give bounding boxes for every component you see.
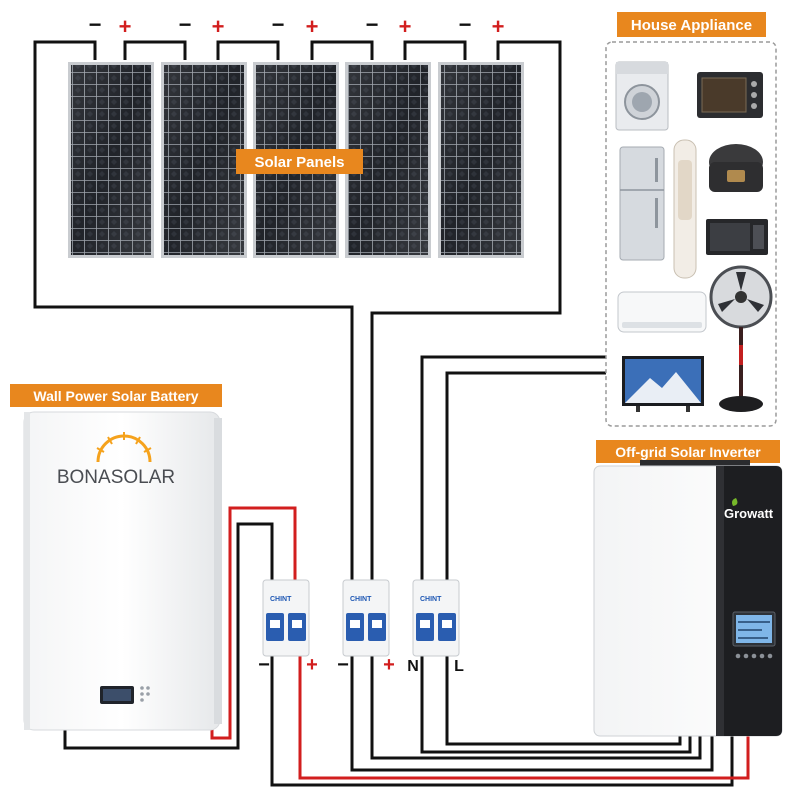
solar-panels-label-text: Solar Panels: [254, 154, 344, 171]
neutral-label: N: [407, 658, 419, 675]
inverter-lcd-display: [732, 611, 776, 647]
house-appliance-group: House Appliance: [605, 12, 777, 427]
panel-5-positive-sign: +: [492, 14, 505, 39]
television-icon: [622, 356, 704, 412]
washing-machine-icon: [615, 61, 669, 131]
wire-battery-neg-to-inverter: [270, 654, 734, 787]
solar-panel-2: [161, 62, 247, 258]
solar-panel-array: [68, 62, 524, 258]
panel-3-positive-sign: +: [306, 14, 319, 39]
battery-body: [23, 411, 221, 731]
breaker-brand-text: CHINT: [270, 596, 292, 603]
inverter-black-panel: [716, 466, 782, 736]
house-appliance-label-bg: [617, 12, 766, 37]
refrigerator-icon: [619, 146, 665, 261]
wire-pv-positive: [370, 300, 562, 585]
battery-label-text: Wall Power Solar Battery: [33, 388, 198, 404]
toaster-oven-icon: [697, 72, 763, 118]
wire-panel-loop-right: [496, 40, 562, 300]
battery-display-panel: [100, 686, 150, 704]
battery-brand-text: BONASOLAR: [57, 467, 175, 488]
solar-panel-5: [438, 62, 524, 258]
wire-panel-link-1: [123, 40, 187, 60]
battery-positive-sign: +: [306, 654, 318, 676]
breaker-ac: CHINT: [412, 579, 460, 657]
off-grid-inverter: Off-grid Solar Inverter Growatt: [593, 440, 783, 737]
wire-pv-pos-to-inverter: [370, 654, 702, 760]
panel-1-positive-sign: +: [119, 14, 132, 39]
panel-4-negative-sign: −: [366, 12, 379, 37]
pv-positive-sign: +: [383, 654, 395, 676]
panel-3-negative-sign: −: [272, 12, 285, 37]
wire-line-to-inverter: [445, 654, 682, 746]
standing-fan-icon: [709, 265, 773, 412]
wires-black: [33, 40, 734, 787]
inverter-label-text: Off-grid Solar Inverter: [615, 444, 761, 460]
solar-panels-label: Solar Panels: [236, 149, 363, 174]
wire-battery-positive: [210, 506, 297, 740]
sun-logo-icon: [96, 432, 152, 463]
breaker-brand-text: CHINT: [420, 596, 442, 603]
panel-1-negative-sign: −: [89, 12, 102, 37]
inverter-buttons: [735, 653, 773, 659]
breaker-terminal-labels: − + − + N L: [258, 654, 464, 676]
solar-panel-1: [68, 62, 154, 258]
breaker-brand-text: CHINT: [350, 596, 372, 603]
wire-pv-negative: [33, 300, 354, 585]
wire-battery-pos-to-inverter: [298, 654, 750, 780]
wires-red: [210, 506, 750, 780]
wire-neutral-to-inverter: [420, 654, 692, 754]
battery-negative-sign: −: [258, 654, 270, 676]
growatt-logo-icon: [732, 498, 738, 506]
tower-air-conditioner-icon: [673, 139, 697, 279]
panel-2-negative-sign: −: [179, 12, 192, 37]
battery-label-bg: [10, 384, 222, 407]
pv-negative-sign: −: [337, 654, 349, 676]
rice-cooker-icon: [709, 144, 763, 192]
panel-4-positive-sign: +: [399, 14, 412, 39]
panel-2-positive-sign: +: [212, 14, 225, 39]
wire-panel-loop-left: [33, 40, 97, 300]
wire-panel-link-2: [216, 40, 280, 60]
microwave-icon: [706, 219, 768, 255]
panel-5-negative-sign: −: [459, 12, 472, 37]
inverter-brand-text: Growatt: [724, 506, 774, 521]
wire-appliance-neutral: [420, 355, 612, 585]
wire-battery-negative-part: [63, 522, 274, 750]
wire-panel-link-3: [310, 40, 374, 60]
house-appliance-label-text: House Appliance: [631, 17, 752, 34]
wire-pv-neg-to-inverter: [350, 654, 714, 772]
solar-panel-4: [345, 62, 431, 258]
panel-terminal-signs: − + − + − + − + − +: [89, 12, 505, 39]
line-label: L: [454, 658, 464, 675]
breaker-battery: CHINT: [262, 579, 310, 657]
wall-battery: Wall Power Solar Battery BONASOLAR: [10, 384, 222, 731]
wall-air-conditioner-icon: [617, 291, 707, 333]
wire-appliance-line: [445, 371, 612, 585]
wire-panel-link-4: [403, 40, 467, 60]
breaker-pv: CHINT: [342, 579, 390, 657]
inverter-label-bg: [596, 440, 780, 463]
